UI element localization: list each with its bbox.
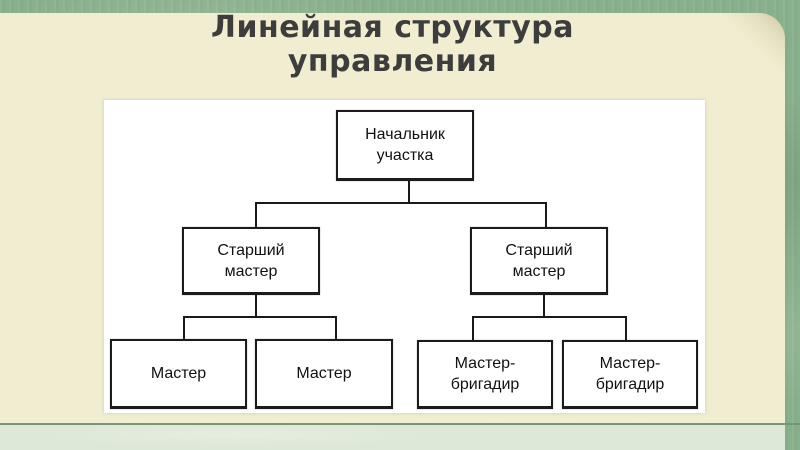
connector-line <box>255 202 547 204</box>
connector-line <box>543 295 545 318</box>
node-senior-master-right: Старший мастер <box>470 227 608 295</box>
connector-line <box>255 202 257 227</box>
node-master-1: Мастер <box>110 339 247 409</box>
node-master-brigadier-1: Мастер- бригадир <box>417 340 553 409</box>
diagram-canvas: Начальник участка Старший мастер Старший… <box>104 100 705 413</box>
connector-line <box>335 316 337 340</box>
connector-line <box>472 316 627 318</box>
content-panel: Линейная структура управления Начальник … <box>0 10 785 423</box>
node-master-2: Мастер <box>255 339 393 409</box>
connector-line <box>625 316 627 340</box>
connector-line <box>545 202 547 227</box>
node-section-chief: Начальник участка <box>336 110 474 181</box>
slide-title: Линейная структура управления <box>211 10 574 79</box>
footer-divider <box>0 423 800 425</box>
node-senior-master-left: Старший мастер <box>182 227 320 295</box>
connector-line <box>472 316 474 340</box>
corner-fold-shade <box>721 13 785 77</box>
connector-line <box>408 181 410 204</box>
footer-band <box>0 425 785 450</box>
connector-line <box>183 316 185 339</box>
node-master-brigadier-2: Мастер- бригадир <box>562 340 698 409</box>
connector-line <box>255 295 257 318</box>
connector-line <box>183 316 337 318</box>
